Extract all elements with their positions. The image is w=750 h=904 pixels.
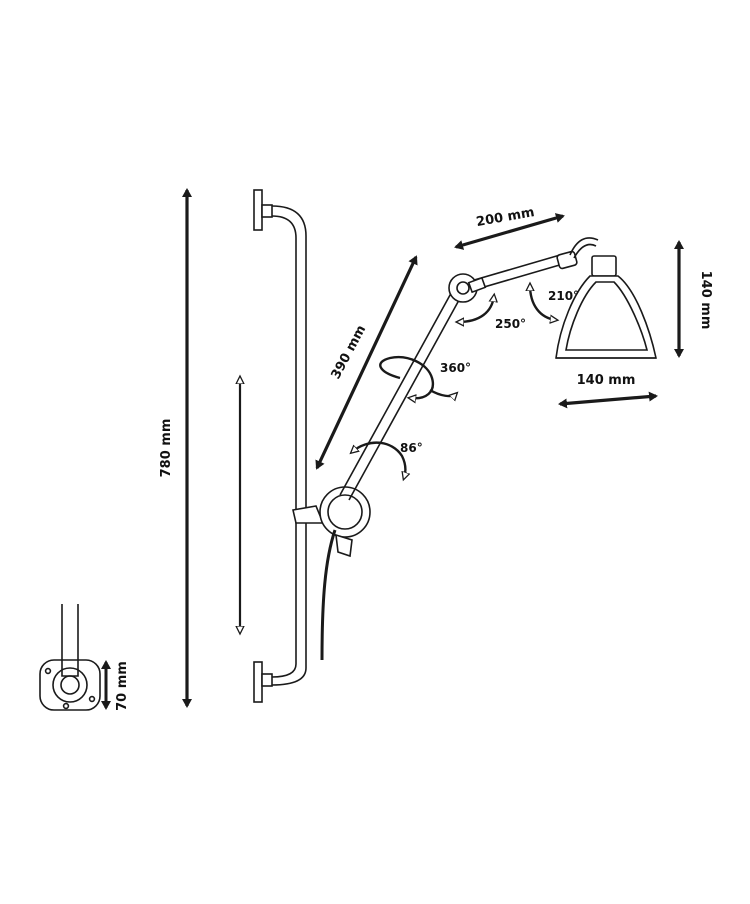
shade-rotation-label: 210° — [548, 289, 579, 303]
shade-rotation-arrow — [530, 285, 556, 320]
lamp-shade — [555, 255, 657, 359]
lower-arm — [339, 285, 465, 501]
elbow-rotation-arrow — [458, 296, 494, 322]
total-height-label: 780 mm — [159, 419, 174, 478]
shade-connector — [556, 237, 599, 270]
elbow-rotation-label: 250° — [495, 317, 526, 331]
shade-diameter-label: 140 mm — [577, 373, 636, 388]
base-plate-label: 70 mm — [115, 661, 130, 711]
tilt-rotation-arrow — [352, 441, 405, 478]
wall-rail — [253, 189, 307, 703]
base-plate-detail — [39, 604, 101, 711]
swivel-rotation-label: 360° — [440, 361, 471, 375]
shade-diameter-arrow — [558, 391, 658, 409]
tilt-rotation-label: 86° — [400, 441, 423, 455]
power-cable — [320, 529, 337, 661]
shade-height-label: 140 mm — [698, 271, 713, 330]
upper-arm-length-arrow — [454, 213, 565, 250]
rail-clamp — [292, 486, 371, 558]
swivel-rotation-arrow — [379, 355, 456, 398]
arm-length-arrow — [315, 255, 418, 470]
elbow-joint — [448, 273, 487, 303]
